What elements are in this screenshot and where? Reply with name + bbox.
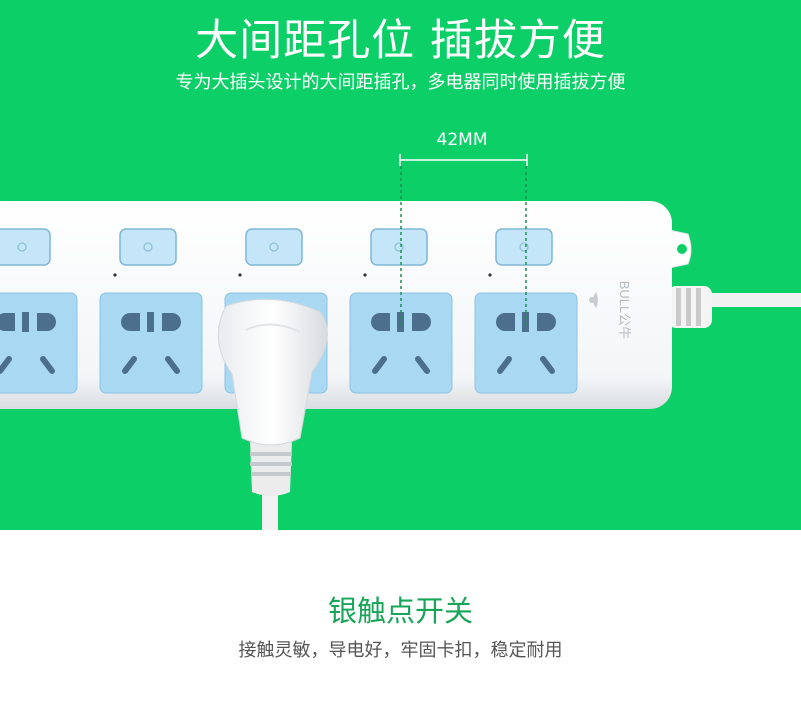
brand-mark: BULL公牛 bbox=[617, 281, 632, 340]
feature-title: 银触点开关 bbox=[327, 594, 473, 628]
inserted-plug bbox=[217, 298, 328, 530]
dimension-guide bbox=[399, 154, 528, 328]
switch-button bbox=[370, 228, 428, 266]
dimension-label: 42MM bbox=[436, 130, 488, 150]
indicator-dot bbox=[238, 273, 242, 277]
power-icon bbox=[17, 242, 27, 252]
indicator-dot bbox=[488, 273, 492, 277]
switch-button bbox=[495, 228, 553, 266]
indicator-dot bbox=[113, 273, 117, 277]
switch-button bbox=[0, 228, 51, 266]
socket-outlet bbox=[99, 292, 203, 394]
power-icon bbox=[519, 242, 529, 252]
bull-logo-icon bbox=[589, 292, 598, 308]
switch-button bbox=[119, 228, 177, 266]
power-icon bbox=[269, 242, 279, 252]
socket-outlet bbox=[474, 292, 578, 394]
socket-outlet bbox=[0, 292, 78, 394]
hero-banner: BULL公牛 bbox=[0, 0, 801, 530]
indicator-dot bbox=[363, 273, 367, 277]
switch-button bbox=[245, 228, 303, 266]
feature-subtitle: 接触灵敏，导电好，牢固卡扣，稳定耐用 bbox=[238, 640, 563, 661]
strain-relief bbox=[668, 286, 712, 328]
power-strip-photo: BULL公牛 bbox=[0, 154, 801, 530]
power-icon bbox=[394, 242, 404, 252]
headline: 大间距孔位 插拔方便 bbox=[195, 16, 606, 66]
socket-outlet bbox=[349, 292, 453, 394]
power-icon bbox=[143, 242, 153, 252]
subline: 专为大插头设计的大间距插孔，多电器同时使用插拔方便 bbox=[175, 72, 626, 93]
switch-row bbox=[0, 228, 553, 277]
